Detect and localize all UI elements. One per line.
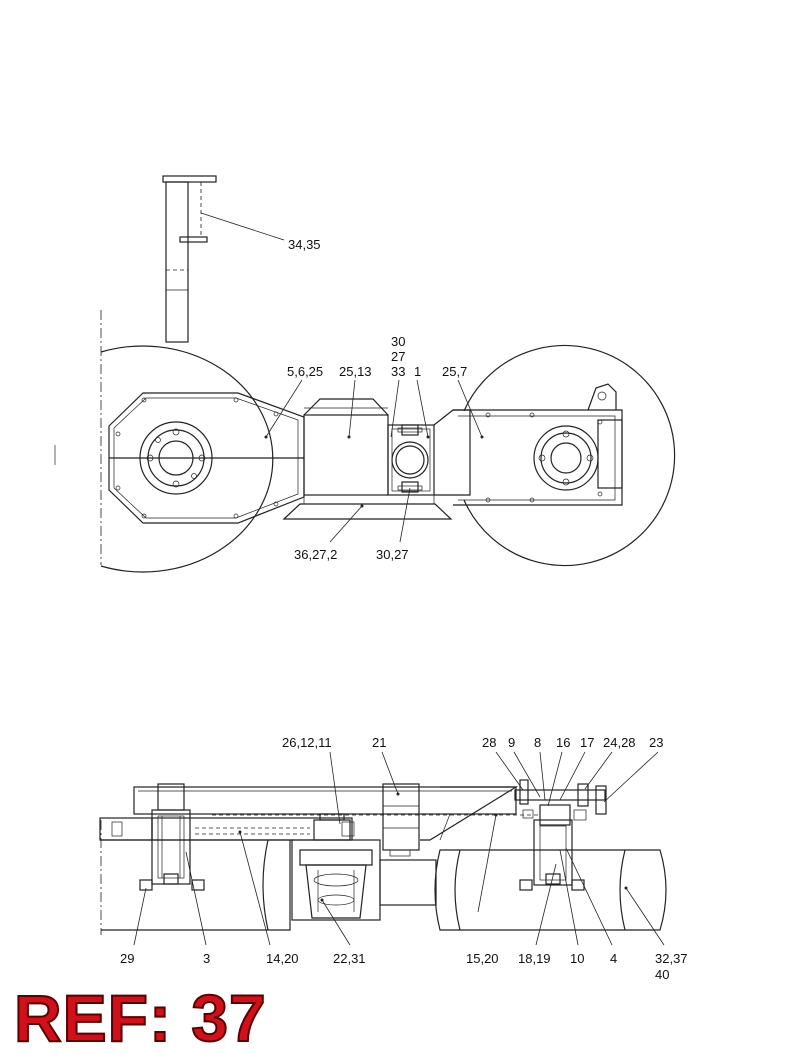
callout-16: 16 <box>556 735 570 750</box>
right-roller <box>434 849 667 931</box>
clamp-block <box>382 783 420 857</box>
callout-40: 40 <box>655 967 669 982</box>
left-wheel <box>100 345 274 573</box>
left-roller <box>101 839 291 931</box>
central-gearbox <box>291 813 437 921</box>
side-leaders <box>133 751 665 946</box>
callout-23: 23 <box>649 735 663 750</box>
top-leaders <box>200 212 484 543</box>
callout-21: 21 <box>372 735 386 750</box>
callout-26-12-11: 26,12,11 <box>282 735 332 750</box>
side-view: 26,12,11 21 28 9 8 16 17 24,28 23 29 3 1… <box>99 735 688 982</box>
vertical-post <box>162 175 217 343</box>
left-gear-housing <box>108 392 305 524</box>
callout-8: 8 <box>534 735 541 750</box>
callout-10: 10 <box>570 951 584 966</box>
left-bracket <box>139 783 205 891</box>
ref-label: REF: 37 <box>13 981 267 1055</box>
callout-17: 17 <box>580 735 594 750</box>
callout-36-27-2: 36,27,2 <box>294 547 337 562</box>
callout-28: 28 <box>482 735 496 750</box>
callout-22-31: 22,31 <box>333 951 366 966</box>
callout-25-7: 25,7 <box>442 364 467 379</box>
callout-15-20: 15,20 <box>466 951 499 966</box>
callout-14-20: 14,20 <box>266 951 299 966</box>
callout-30-27: 30,27 <box>376 547 409 562</box>
right-wheel <box>463 344 676 567</box>
main-beam <box>99 786 606 841</box>
callout-32-37: 32,37 <box>655 951 688 966</box>
callout-27: 27 <box>391 349 405 364</box>
callout-30: 30 <box>391 334 405 349</box>
right-gear-housing <box>453 383 623 506</box>
right-bracket <box>519 779 607 891</box>
callout-4: 4 <box>610 951 617 966</box>
callout-24-28: 24,28 <box>603 735 636 750</box>
callout-29: 29 <box>120 951 134 966</box>
top-view: 34,35 30 27 33 1 5,6,25 25,13 25,7 36,27… <box>54 175 676 573</box>
callout-3: 3 <box>203 951 210 966</box>
callout-33: 33 <box>391 364 405 379</box>
callout-9: 9 <box>508 735 515 750</box>
callout-34-35: 34,35 <box>288 237 321 252</box>
callout-1: 1 <box>414 364 421 379</box>
callout-18-19: 18,19 <box>518 951 551 966</box>
central-frame <box>282 398 471 520</box>
callout-5-6-25: 5,6,25 <box>287 364 323 379</box>
callout-25-13: 25,13 <box>339 364 372 379</box>
